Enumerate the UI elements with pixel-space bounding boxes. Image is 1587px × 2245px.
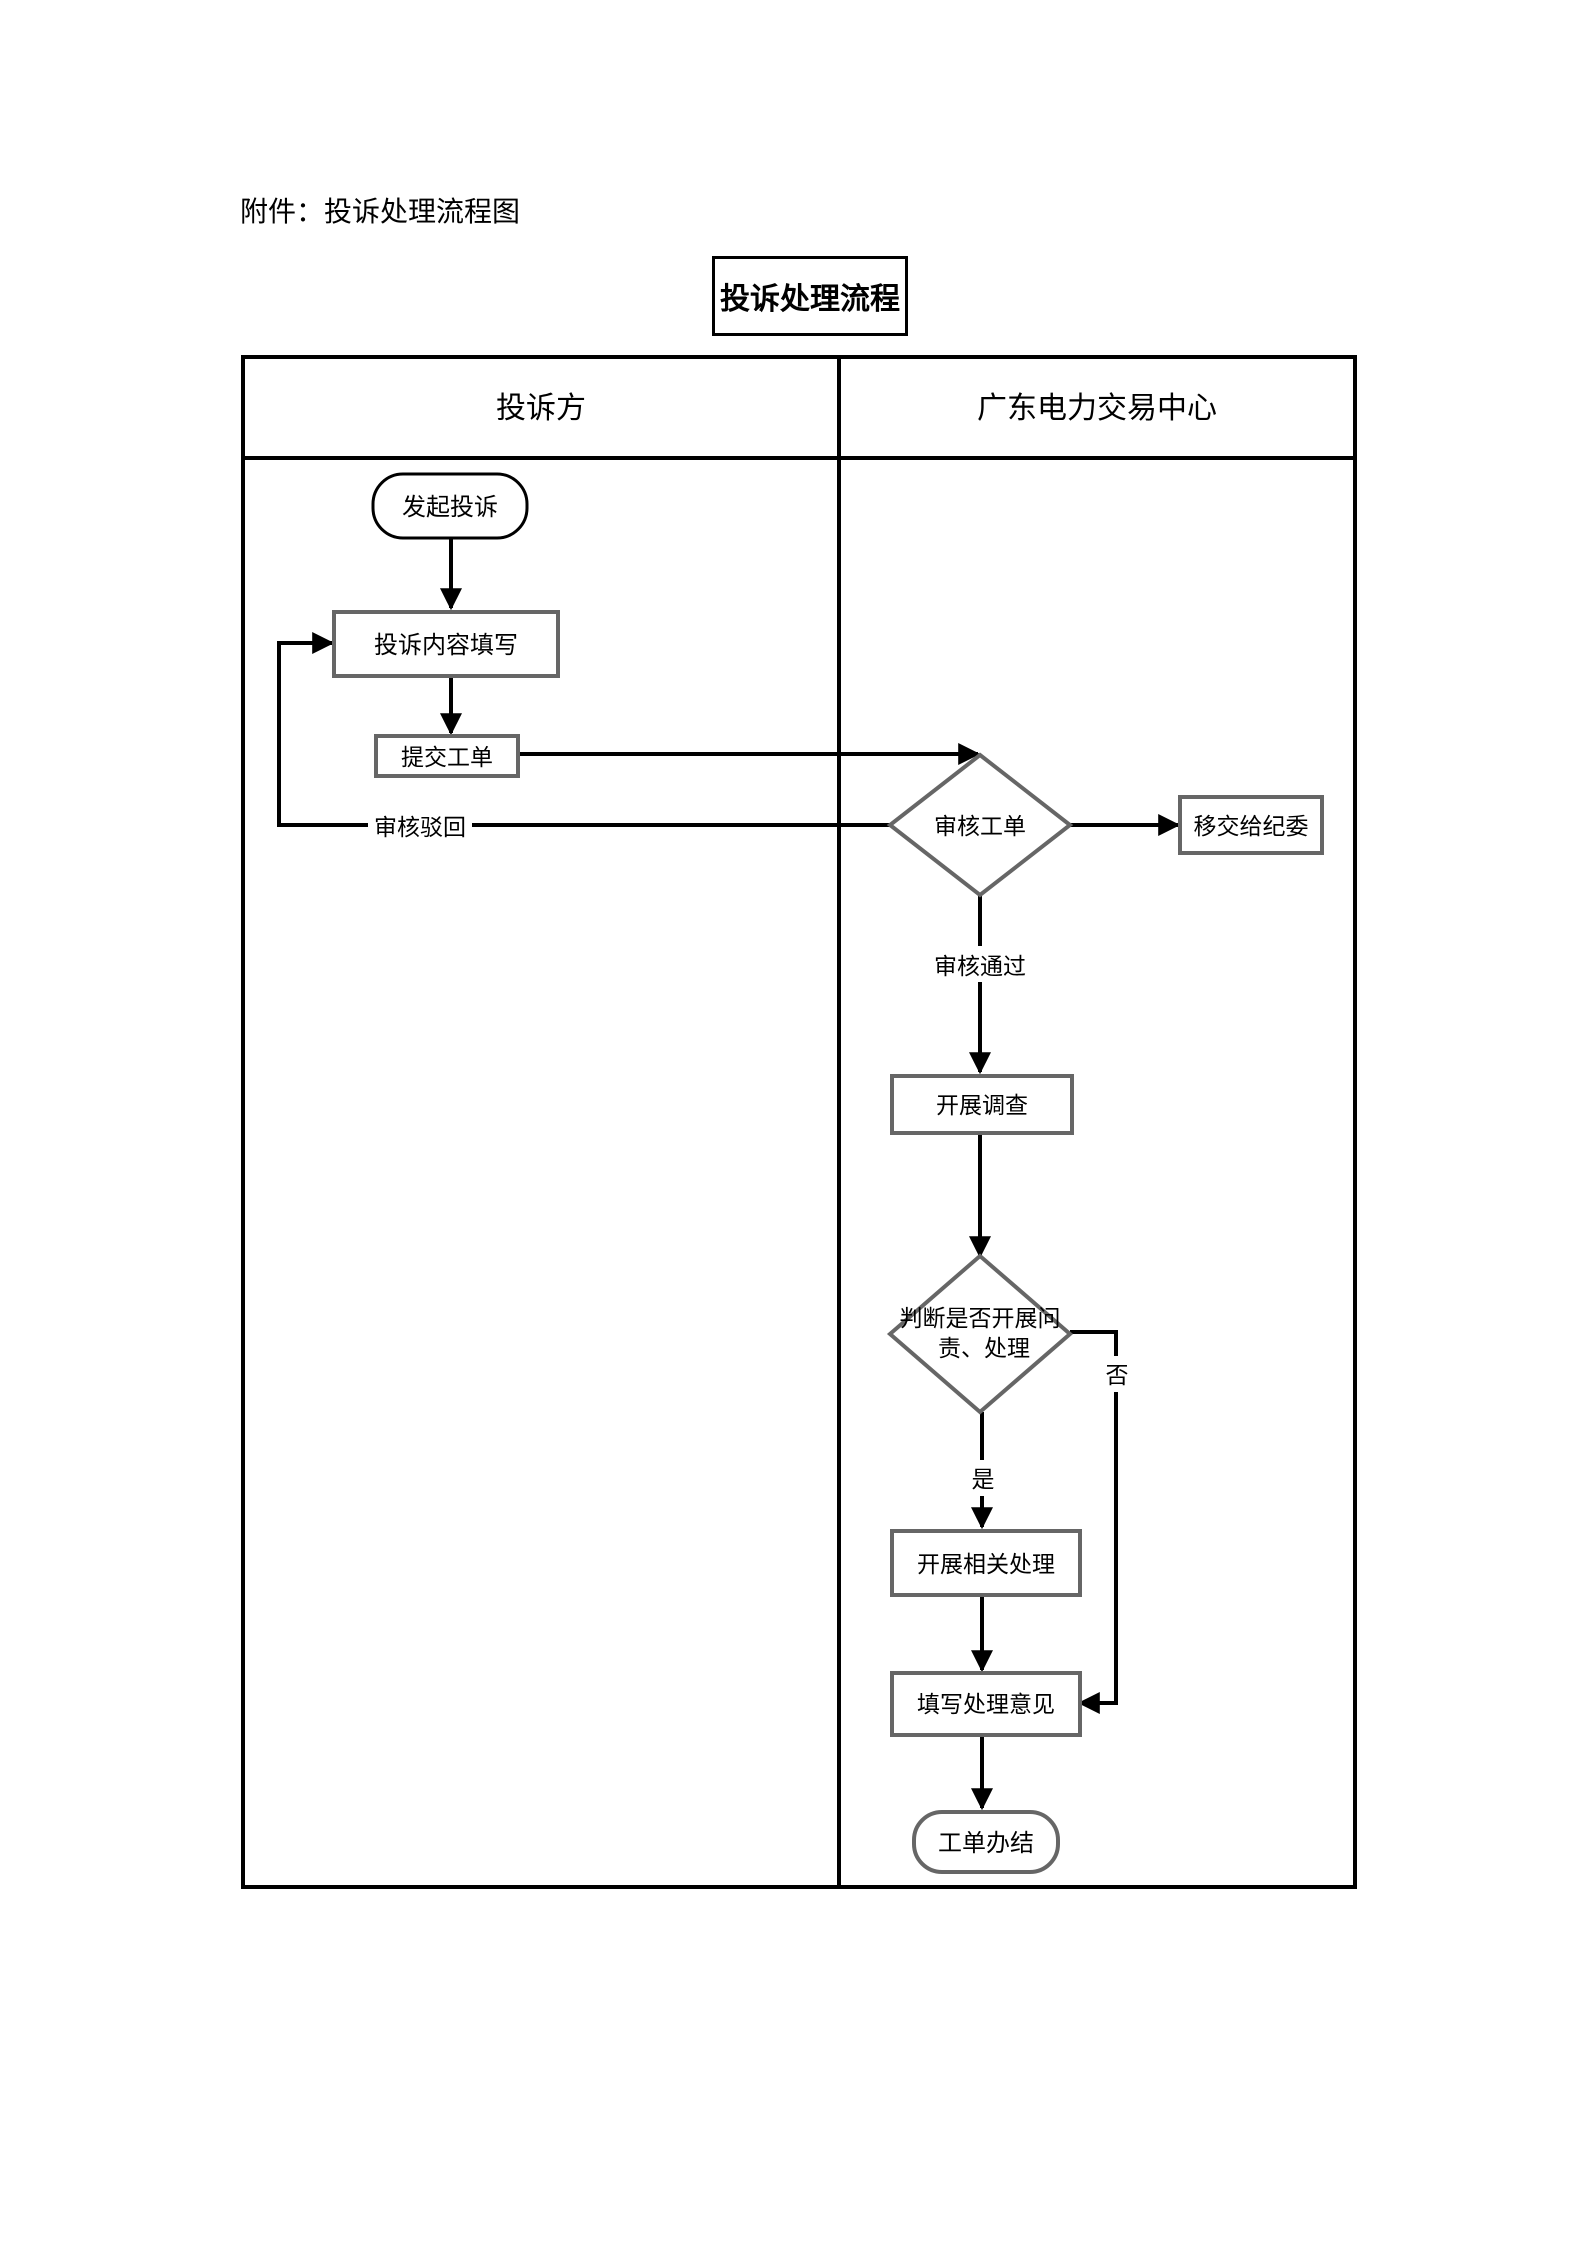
flow-nodes: 发起投诉 投诉内容填写 提交工单 审核工单 移交给纪委 开展调查 判断是否开展问…: [332, 472, 1324, 1874]
node-submit-label: 提交工单: [401, 745, 493, 771]
node-start-label: 发起投诉: [402, 493, 498, 521]
edge-judge-no: [1070, 1330, 1118, 1714]
lane-header-trading-center: 广东电力交易中心: [977, 391, 1217, 426]
edge-label-rejected: 审核驳回: [374, 815, 466, 841]
edge-label-yes: 是: [972, 1467, 995, 1493]
node-fill-content-shape: [332, 610, 560, 678]
node-review-label: 审核工单: [934, 814, 1026, 840]
node-transfer-shape: [1178, 795, 1324, 855]
swimlane-frame: [241, 355, 1357, 1889]
node-investigate-label: 开展调查: [936, 1093, 1028, 1119]
node-judge-shape: [886, 1253, 1074, 1415]
node-submit-shape: [374, 734, 520, 778]
lane-header-complainant: 投诉方: [496, 391, 586, 426]
node-end-label: 工单办结: [938, 1829, 1034, 1857]
node-handle-label: 开展相关处理: [917, 1552, 1055, 1578]
node-review-shape: [886, 752, 1074, 898]
node-investigate-shape: [890, 1074, 1074, 1135]
node-start-shape: [371, 472, 529, 540]
node-opinion-label: 填写处理意见: [917, 1692, 1055, 1718]
node-fill-content-label: 投诉内容填写: [374, 631, 518, 659]
flowchart-title: 投诉处理流程: [712, 256, 908, 336]
node-end-shape: [912, 1810, 1060, 1874]
flow-edges: [277, 538, 1181, 1811]
node-judge-label-line2: 责、处理: [938, 1336, 1030, 1362]
document-caption: 附件：投诉处理流程图: [240, 195, 521, 228]
node-judge-label-line1: 判断是否开展问: [900, 1306, 1061, 1332]
node-handle-shape: [890, 1529, 1082, 1597]
edge-label-no: 否: [1106, 1363, 1129, 1389]
node-opinion-shape: [890, 1671, 1082, 1737]
node-transfer-label: 移交给纪委: [1194, 814, 1309, 840]
edge-label-approved: 审核通过: [934, 954, 1026, 980]
edge-review-rejected: [277, 632, 890, 827]
